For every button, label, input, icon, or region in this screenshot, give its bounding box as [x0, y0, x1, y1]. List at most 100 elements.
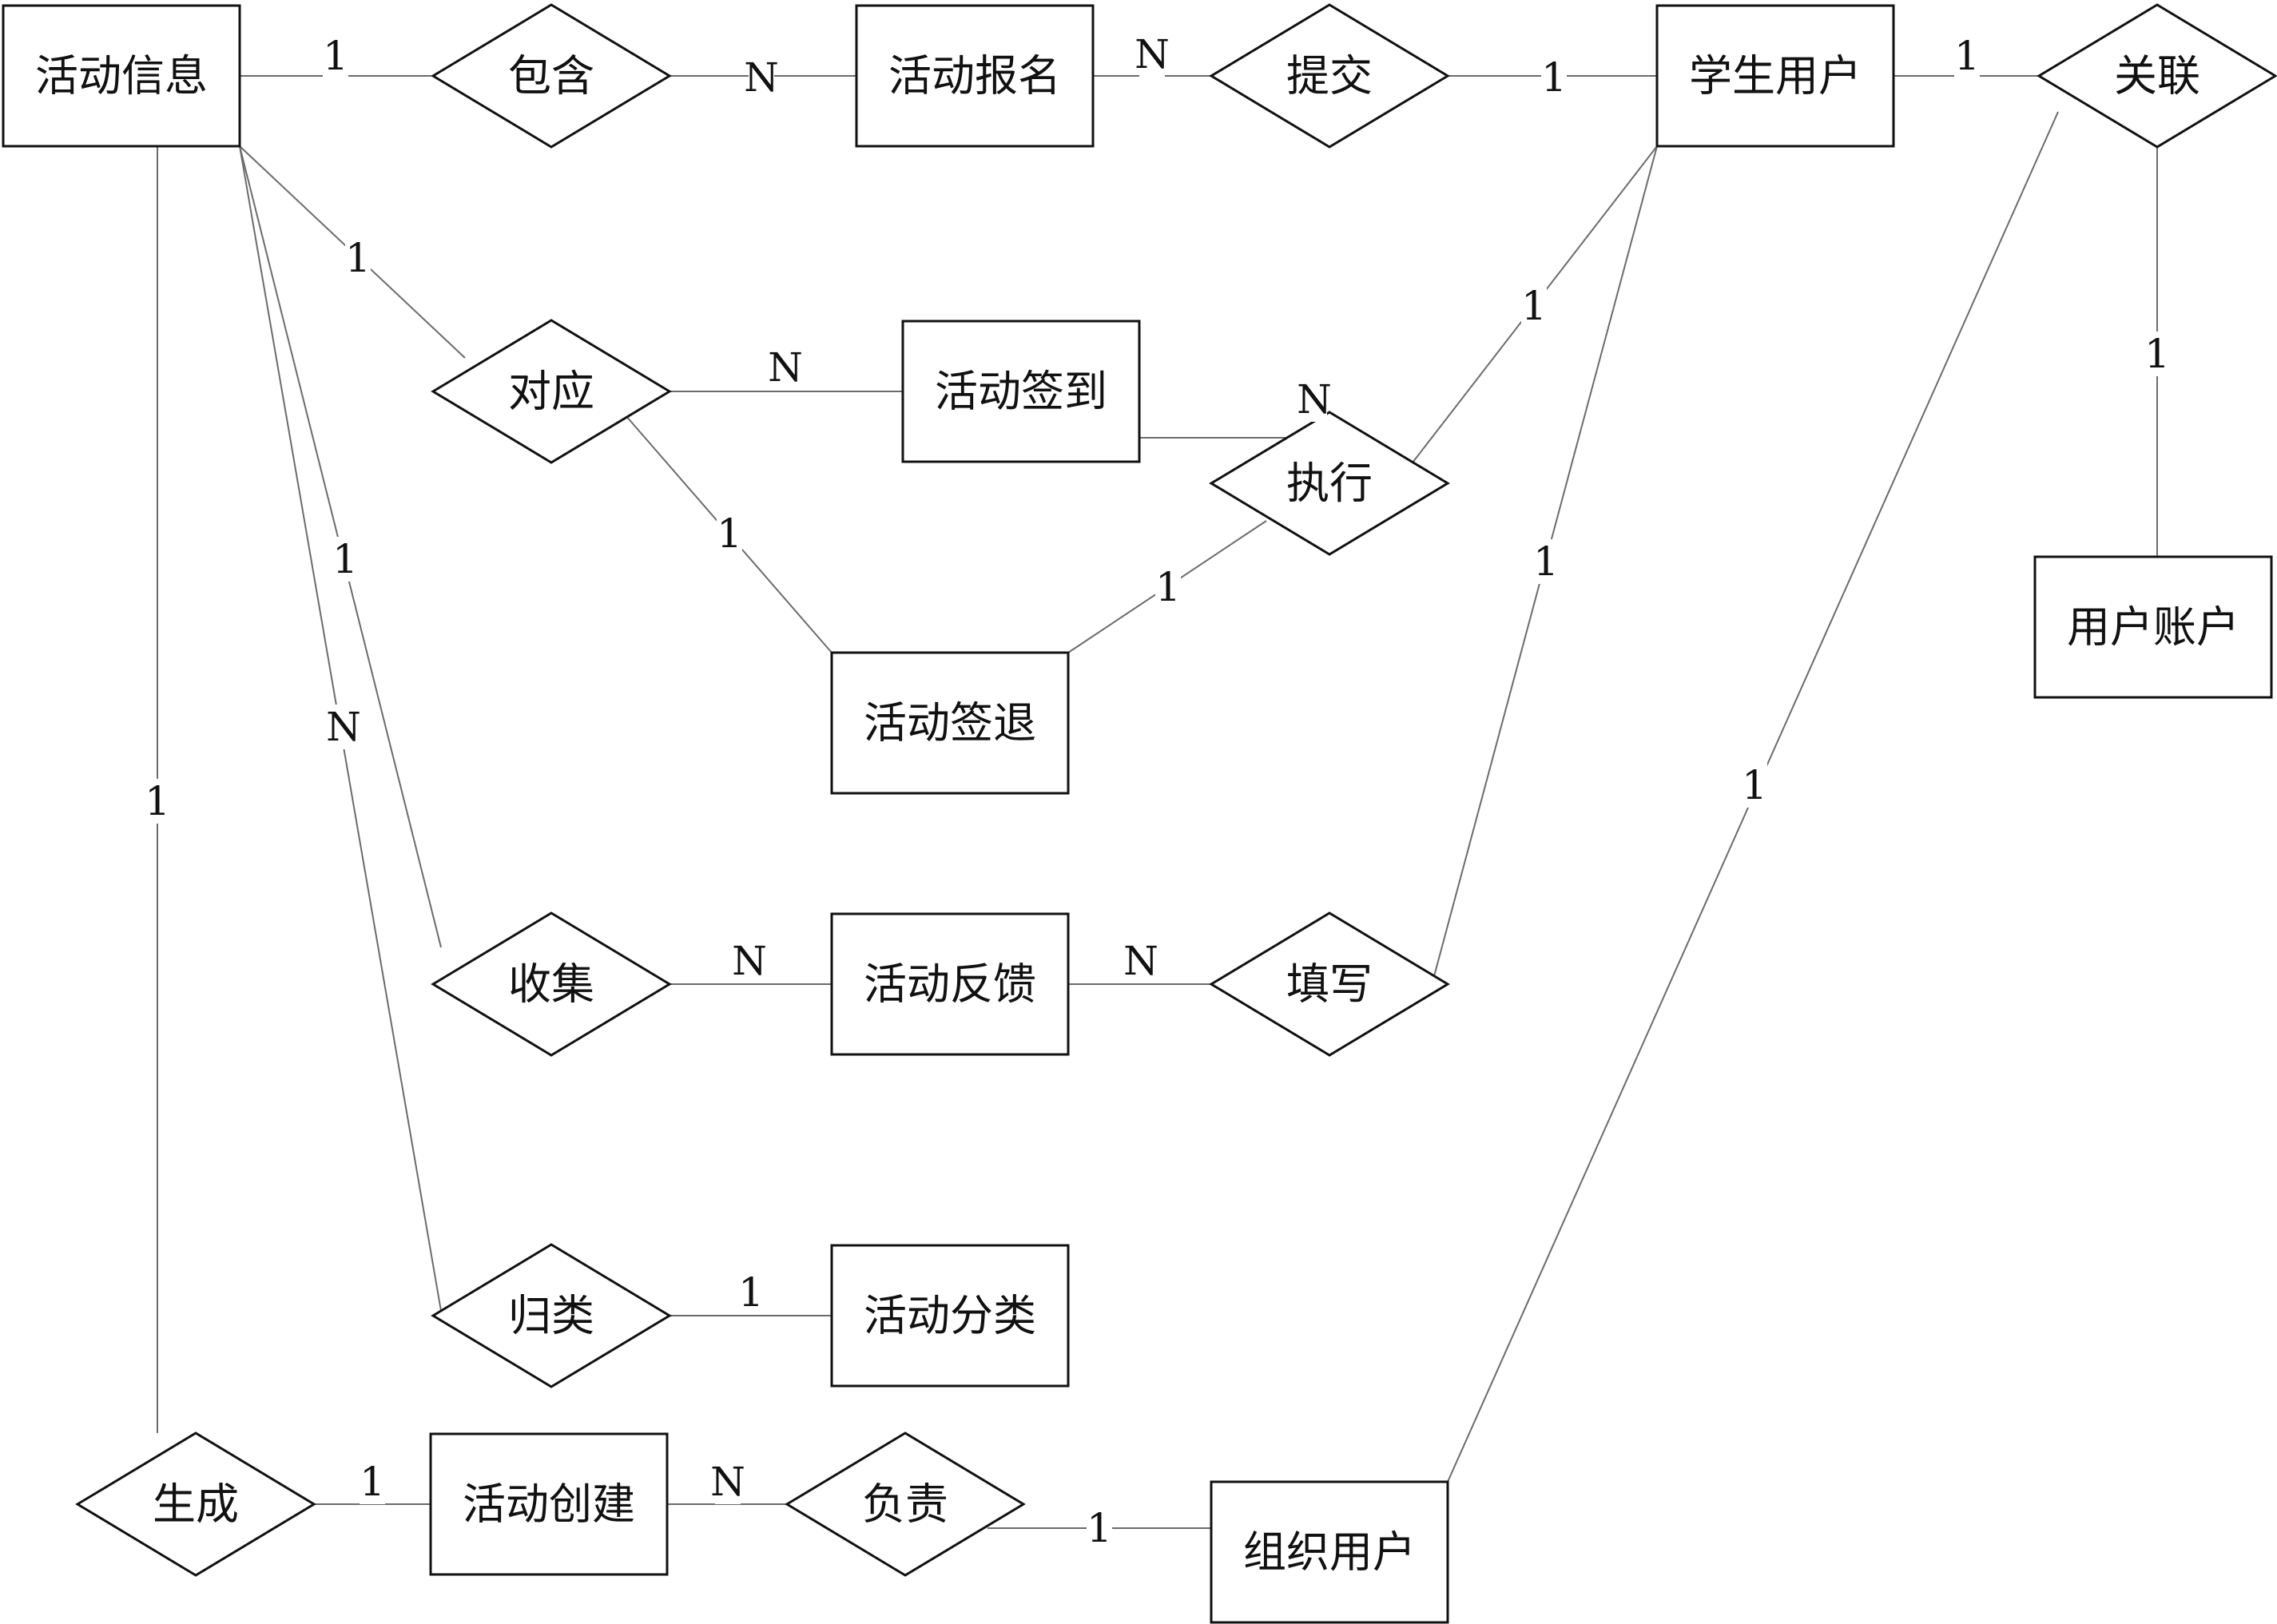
entity-xuesheng_yonghu: 学生用户 [1655, 4, 1895, 148]
cardinality-duiying-huodong_qiantui: 1 [717, 510, 742, 557]
cardinality-huodong_baoming-tijiao: N [1135, 31, 1170, 77]
cardinality-tianxie-xuesheng_yonghu: 1 [1533, 538, 1559, 585]
cardinality-huodong_xinxi-shouji: 1 [332, 536, 358, 582]
entity-label: 学生用户 [1689, 51, 1862, 101]
entity-huodong_fenlei: 活动分类 [830, 1244, 1070, 1388]
cardinality-huodong_xinxi-duiying: 1 [345, 235, 371, 281]
entity-huodong_xinxi: 活动信息 [2, 4, 241, 148]
cardinality-bg [331, 705, 356, 749]
cardinality-bg [1742, 763, 1767, 808]
cardinality-bg [773, 345, 798, 390]
cardinality-fuze-zuzhi_yonghu: 1 [1087, 1505, 1112, 1551]
cardinality-bg [737, 939, 762, 983]
relationship-label: 收集 [508, 959, 594, 1010]
relationship-diamond [75, 1431, 316, 1577]
relationship-baohan: 包含 [431, 3, 672, 149]
cardinality-guanlian-yonghu_zhanghu: 1 [2144, 331, 2170, 377]
cardinality-tijiao-xuesheng_yonghu: 1 [1541, 54, 1567, 101]
cardinality-bg [323, 34, 348, 78]
relationship-tianxie: 填写 [1209, 911, 1450, 1057]
relationship-label: 提交 [1286, 51, 1373, 101]
entity-box [830, 651, 1070, 795]
entity-label: 用户账户 [2067, 602, 2239, 653]
entity-box [830, 1244, 1070, 1388]
cardinality-bg [1128, 939, 1154, 983]
entity-box [855, 4, 1095, 148]
entity-box [1655, 4, 1895, 148]
cardinality-duiying-huodong_qiandao: N [768, 344, 803, 391]
entity-label: 活动签退 [864, 698, 1036, 748]
relationship-diamond [431, 1243, 672, 1388]
cardinality-bg [1954, 34, 1980, 78]
cardinality-bg [2144, 332, 2170, 376]
cardinality-bg [360, 1459, 385, 1504]
relationship-label: 归类 [508, 1291, 594, 1341]
cardinality-zhixing-xuesheng_yonghu: 1 [1521, 283, 1547, 329]
cardinality-huodong_qiandao-zhixing: N [1297, 376, 1332, 423]
cardinality-bg [1521, 284, 1547, 328]
entity-huodong_chuangjian: 活动创建 [429, 1432, 669, 1576]
cardinality-shengcheng-huodong_chuangjian: 1 [360, 1459, 385, 1505]
cardinality-bg [749, 55, 774, 100]
relationship-diamond [1209, 911, 1450, 1057]
entity-box [2, 4, 241, 148]
cardinality-huodong_fankui-tianxie: N [1123, 938, 1158, 984]
cardinality-guilei-huodong_fenlei: 1 [738, 1269, 764, 1316]
relationship-shengcheng: 生成 [75, 1431, 316, 1577]
cardinality-bg [715, 1459, 741, 1504]
relationship-diamond [1209, 3, 1450, 149]
relationship-diamond [2037, 3, 2277, 149]
relationship-diamond [1209, 411, 1450, 556]
relationship-label: 填写 [1286, 959, 1373, 1010]
cardinality-bg [1087, 1506, 1112, 1551]
entity-huodong_qiandao: 活动签到 [901, 320, 1141, 463]
relationship-label: 关联 [2114, 51, 2200, 101]
relationship-shouji: 收集 [431, 911, 672, 1057]
relationship-zhixing: 执行 [1209, 411, 1450, 556]
cardinality-xuesheng_yonghu-guanlian: 1 [1954, 33, 1980, 79]
entity-zuzhi_yonghu: 组织用户 [1210, 1480, 1449, 1624]
relationship-label: 负责 [862, 1479, 948, 1530]
entity-label: 活动反馈 [864, 959, 1036, 1010]
cardinality-bg [738, 1270, 764, 1315]
entity-box [1210, 1480, 1449, 1624]
relationship-diamond [431, 319, 672, 464]
cardinality-huodong_xinxi-baohan: 1 [323, 33, 348, 79]
cardinality-zuzhi_yonghu-guanlian: 1 [1742, 762, 1767, 808]
entity-huodong_qiantui: 活动签退 [830, 651, 1070, 795]
cardinality-huodong_xinxi-guilei: N [326, 704, 361, 750]
relationship-guilei: 归类 [431, 1243, 672, 1388]
cardinality-huodong_xinxi-shengcheng: 1 [145, 778, 170, 824]
relationship-diamond [431, 3, 672, 149]
relationship-label: 包含 [508, 51, 594, 101]
entity-box [2033, 555, 2273, 699]
relationship-label: 生成 [153, 1479, 239, 1530]
cardinality-bg [717, 511, 742, 556]
relationship-fuze: 负责 [785, 1431, 1026, 1577]
cardinality-bg [145, 779, 170, 824]
cardinality-bg [332, 537, 358, 582]
entity-label: 组织用户 [1243, 1527, 1416, 1578]
relationship-diamond [785, 1431, 1026, 1577]
relationship-tijiao: 提交 [1209, 3, 1450, 149]
cardinality-huodong_chuangjian-fuze: N [710, 1459, 745, 1505]
entity-label: 活动分类 [864, 1291, 1036, 1341]
entity-huodong_baoming: 活动报名 [855, 4, 1095, 148]
entity-label: 活动创建 [463, 1479, 635, 1530]
cardinality-bg [1533, 539, 1559, 584]
entity-label: 活动报名 [888, 51, 1061, 101]
entity-label: 活动签到 [935, 367, 1107, 417]
cardinality-shouji-huodong_fankui: N [732, 938, 767, 984]
entity-label: 活动信息 [35, 51, 208, 101]
entity-huodong_fankui: 活动反馈 [830, 912, 1070, 1056]
cardinality-baohan-huodong_baoming: N [744, 54, 779, 101]
cardinality-bg [345, 236, 371, 280]
entity-box [901, 320, 1141, 463]
cardinality-bg [1139, 32, 1165, 77]
entity-box [429, 1432, 669, 1576]
entity-box [830, 912, 1070, 1056]
relationship-duiying: 对应 [431, 319, 672, 464]
